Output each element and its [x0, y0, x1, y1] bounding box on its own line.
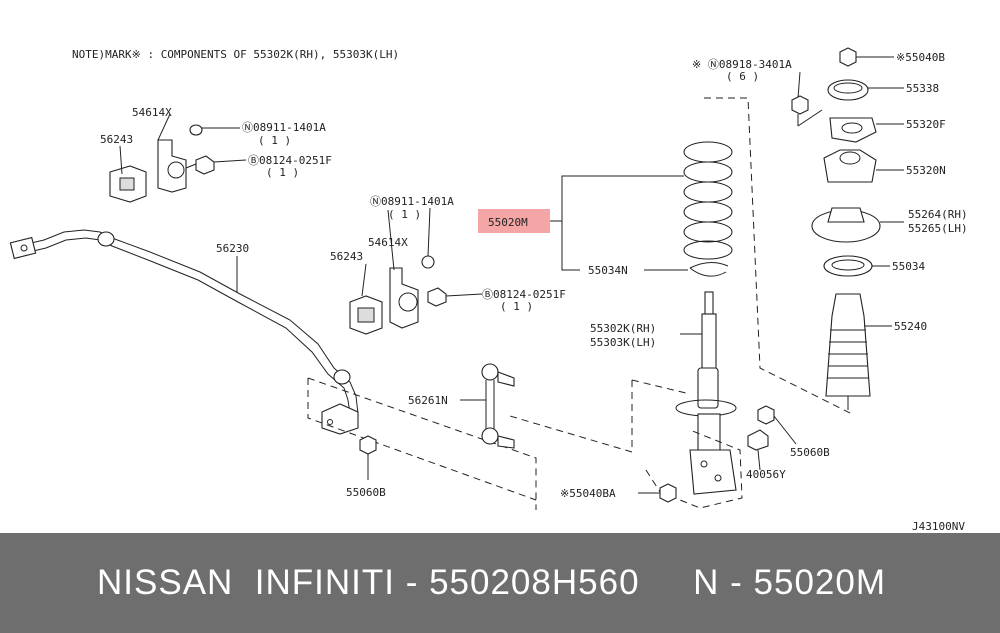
- label-56243-b: 56243: [330, 250, 363, 263]
- label-08124-a-qty: ( 1 ): [266, 166, 299, 179]
- label-54614x-b: 54614X: [368, 236, 408, 249]
- diagram-code: J43100NV: [912, 520, 965, 533]
- highlight-55020m: [478, 209, 550, 233]
- label-08124-a: Ⓑ08124-0251F: [248, 154, 332, 167]
- label-55338: 55338: [906, 82, 939, 95]
- label-55240: 55240: [894, 320, 927, 333]
- label-08124-b: Ⓑ08124-0251F: [482, 288, 566, 301]
- part-banner-text: NISSAN INFINITI - 550208H560 N - 55020M: [97, 563, 887, 602]
- label-08911-b: Ⓝ08911-1401A: [370, 195, 454, 208]
- label-56230: 56230: [216, 242, 249, 255]
- insulator-55034: [823, 255, 873, 277]
- mount-55320n: [823, 149, 877, 183]
- label-08911-b-qty: ( 1 ): [388, 208, 421, 221]
- label-55020m: 55020M: [488, 216, 528, 229]
- nut-08918: [791, 95, 809, 115]
- label-08918-qty: ( 6 ): [726, 70, 759, 83]
- label-08124-b-qty: ( 1 ): [500, 300, 533, 313]
- label-08918: ※ Ⓝ08918-3401A: [692, 58, 792, 71]
- label-56243-a: 56243: [100, 133, 133, 146]
- label-55303k: 55303K(LH): [590, 336, 656, 349]
- stabilizer-link-56261n: [481, 363, 515, 449]
- plate-55320f: [829, 117, 877, 143]
- label-55264: 55264(RH): [908, 208, 968, 221]
- stabilizer-bar-56230: [9, 229, 359, 435]
- label-55320f: 55320F: [906, 118, 946, 131]
- note-text: NOTE)MARK※ : COMPONENTS OF 55302K(RH), 5…: [72, 48, 399, 61]
- label-08911-a-qty: ( 1 ): [258, 134, 291, 147]
- label-55302k: 55302K(RH): [590, 322, 656, 335]
- label-56261n: 56261N: [408, 394, 448, 407]
- label-40056y: 40056Y: [746, 468, 786, 481]
- label-55040ba: ※55040BA: [560, 487, 616, 500]
- nut-55060b-right: [757, 405, 775, 425]
- label-08911-a: Ⓝ08911-1401A: [242, 121, 326, 134]
- part-banner: NISSAN INFINITI - 550208H560 N - 55020M: [0, 533, 1000, 633]
- label-55060b-a: 55060B: [346, 486, 386, 499]
- label-55040b: ※55040B: [896, 51, 945, 64]
- bushing-bracket-group-a: [109, 124, 215, 203]
- bushing-bracket-group-b: [349, 255, 447, 335]
- label-55060b-b: 55060B: [790, 446, 830, 459]
- bolt-40056y: [747, 429, 769, 451]
- label-55320n: 55320N: [906, 164, 946, 177]
- bound-bumper-55240: [825, 293, 871, 410]
- nut-55040ba: [659, 483, 677, 503]
- nut-55060b-left: [359, 435, 377, 455]
- label-55034: 55034: [892, 260, 925, 273]
- coil-spring-55020m: [683, 141, 733, 260]
- strut-assembly: [675, 291, 737, 495]
- spring-seat-55034n: [689, 262, 729, 277]
- nut-55040b: [839, 47, 857, 67]
- label-54614x-a: 54614X: [132, 106, 172, 119]
- label-55265: 55265(LH): [908, 222, 968, 235]
- label-55034n: 55034N: [588, 264, 628, 277]
